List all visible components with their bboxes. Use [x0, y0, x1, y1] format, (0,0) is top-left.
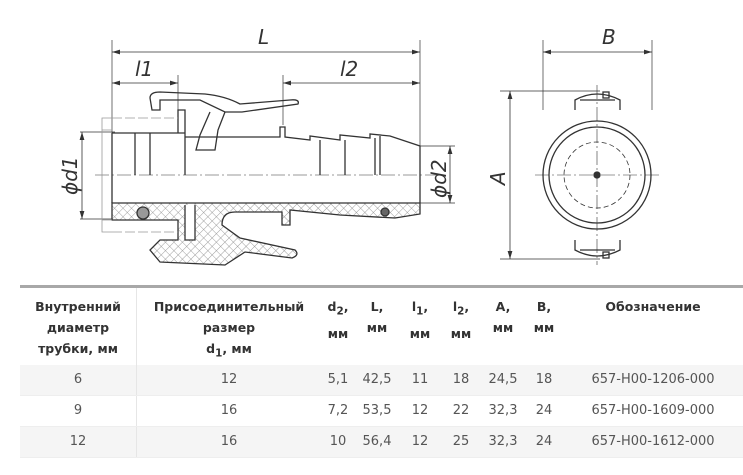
- header-subscript: 1: [416, 305, 424, 318]
- header-unit: , мм: [222, 341, 252, 356]
- header-comma: ,: [423, 299, 429, 314]
- cell-d2: 5,1: [321, 364, 355, 396]
- header-designation: Обозначение: [563, 287, 743, 365]
- header-line: Обозначение: [605, 299, 701, 314]
- header-symbol: B: [536, 299, 547, 314]
- header-symbol: d: [327, 299, 337, 314]
- cell-l2: 22: [441, 395, 481, 427]
- header-connection-size: Присоединительный размер d1, мм: [137, 287, 322, 365]
- coupling-side-view: [79, 40, 455, 266]
- header-line: диаметр: [46, 320, 110, 335]
- header-line: размер: [202, 320, 256, 335]
- cell-B: 24: [525, 426, 563, 458]
- dim-label-L: L: [258, 25, 269, 49]
- header-inner-diameter: Внутренний диаметр трубки, мм: [20, 286, 137, 365]
- header-symbol: l: [411, 299, 417, 314]
- header-L: L, мм: [355, 287, 399, 365]
- cell-l2: 25: [441, 426, 481, 458]
- header-unit: мм: [492, 320, 514, 335]
- cell-l1: 11: [399, 364, 441, 396]
- cell-A: 24,5: [481, 364, 525, 396]
- cell-L: 53,5: [355, 395, 399, 427]
- cell-A: 32,3: [481, 395, 525, 427]
- dim-label-B: B: [602, 25, 616, 49]
- cell-l1: 12: [399, 426, 441, 458]
- header-B: B, мм: [525, 287, 563, 365]
- header-unit: мм: [450, 325, 472, 341]
- header-unit: мм: [533, 320, 555, 335]
- cell-B: 24: [525, 395, 563, 427]
- header-comma: ,: [464, 299, 470, 314]
- header-line: Присоединительный: [153, 299, 305, 314]
- dim-label-d2: ϕd2: [427, 159, 451, 198]
- header-line: Внутренний: [35, 299, 121, 314]
- specs-table: Внутренний диаметр трубки, мм Присоедини…: [20, 285, 743, 458]
- header-symbol: L: [370, 299, 379, 314]
- cell-B: 18: [525, 364, 563, 396]
- cell-d2: 7,2: [321, 395, 355, 427]
- header-l1: l1, мм: [399, 287, 441, 365]
- header-comma: ,: [505, 299, 511, 314]
- cell-connection-size: 16: [136, 426, 321, 458]
- cell-d2: 10: [321, 426, 355, 458]
- header-comma: ,: [343, 299, 349, 314]
- cell-designation: 657-H00-1206-000: [563, 364, 743, 396]
- cell-inner-diameter: 6: [20, 364, 137, 396]
- header-symbol: l: [452, 299, 458, 314]
- header-unit: мм: [409, 325, 431, 341]
- cell-designation: 657-H00-1609-000: [563, 395, 743, 427]
- cell-A: 32,3: [481, 426, 525, 458]
- header-subscript: 2: [336, 305, 344, 318]
- cell-L: 56,4: [355, 426, 399, 458]
- cell-inner-diameter: 9: [20, 395, 137, 427]
- header-l2: l2, мм: [441, 287, 481, 365]
- coupling-end-view: [500, 40, 660, 265]
- header-subscript: 1: [215, 347, 223, 360]
- cell-L: 42,5: [355, 364, 399, 396]
- cell-inner-diameter: 12: [20, 426, 137, 458]
- header-symbol: d: [206, 341, 216, 356]
- header-A: A, мм: [481, 287, 525, 365]
- cell-connection-size: 16: [136, 395, 321, 427]
- cell-l2: 18: [441, 364, 481, 396]
- header-unit: мм: [327, 325, 349, 341]
- header-subscript: 2: [457, 305, 465, 318]
- dim-label-d1: ϕd1: [58, 156, 82, 195]
- header-symbol: A: [495, 299, 506, 314]
- dim-label-A: A: [486, 171, 510, 187]
- header-line: трубки, мм: [38, 341, 118, 356]
- cell-connection-size: 12: [136, 364, 321, 396]
- table-header-row: Внутренний диаметр трубки, мм Присоедини…: [20, 286, 743, 365]
- dim-label-l1: l1: [135, 57, 153, 81]
- technical-drawing: L l1 l2 B ϕd1 ϕd2 A: [58, 25, 660, 266]
- cell-l1: 12: [399, 395, 441, 427]
- header-d2: d2, мм: [321, 287, 355, 365]
- header-comma: ,: [378, 299, 384, 314]
- header-comma: ,: [546, 299, 552, 314]
- header-unit: мм: [366, 320, 388, 335]
- cell-designation: 657-H00-1612-000: [563, 426, 743, 458]
- dim-label-l2: l2: [340, 57, 358, 81]
